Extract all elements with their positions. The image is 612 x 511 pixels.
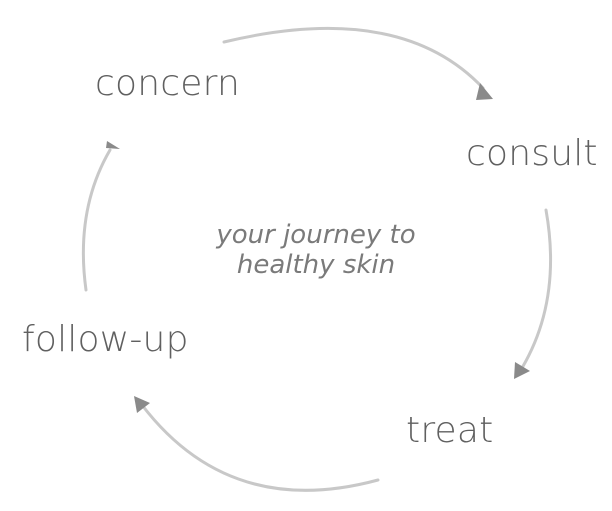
step-label-follow-up: follow-up <box>22 319 189 360</box>
arrowhead-followup-icon <box>134 396 150 413</box>
arrow-followup-to-concern <box>81 148 112 292</box>
step-label-consult: consult <box>466 133 598 174</box>
arrow-treat-to-followup <box>140 403 380 492</box>
step-label-treat: treat <box>406 410 494 451</box>
arrowhead-treat-icon <box>514 362 530 379</box>
arrow-consult-to-treat <box>520 208 553 370</box>
caption-line-1: your journey to <box>216 220 416 250</box>
arrowhead-consult-icon <box>476 83 493 100</box>
center-caption: your journey to healthy skin <box>186 220 446 280</box>
step-label-concern: concern <box>95 63 240 104</box>
arrowhead-concern-icon <box>106 141 120 149</box>
caption-line-2: healthy skin <box>236 250 396 280</box>
arrow-concern-to-consult <box>222 27 485 90</box>
